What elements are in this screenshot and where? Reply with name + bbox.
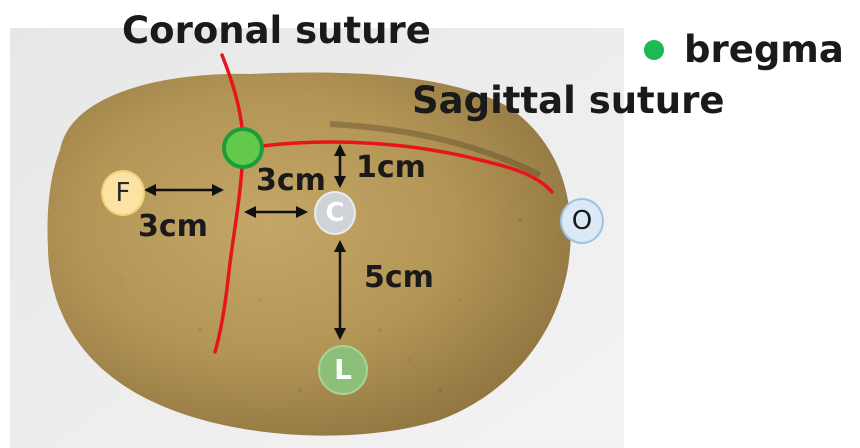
marker-c: C [314, 191, 356, 235]
marker-f: F [101, 170, 145, 216]
marker-l: L [318, 345, 368, 395]
skull-shape [48, 73, 571, 436]
legend-bregma-label: bregma [684, 31, 844, 68]
measurement-label-f-to-coronal: 3cm [138, 212, 208, 242]
measurement-label-1cm: 1cm [356, 153, 426, 183]
measurement-label-coronal-to-c: 3cm [256, 166, 326, 196]
measurement-label-c-to-l: 5cm [364, 263, 434, 293]
bregma-point [224, 129, 262, 167]
marker-o: O [560, 198, 604, 244]
legend-bregma-dot [644, 40, 664, 60]
sagittal-suture-label: Sagittal suture [412, 82, 724, 119]
coronal-suture-label: Coronal suture [122, 12, 431, 49]
